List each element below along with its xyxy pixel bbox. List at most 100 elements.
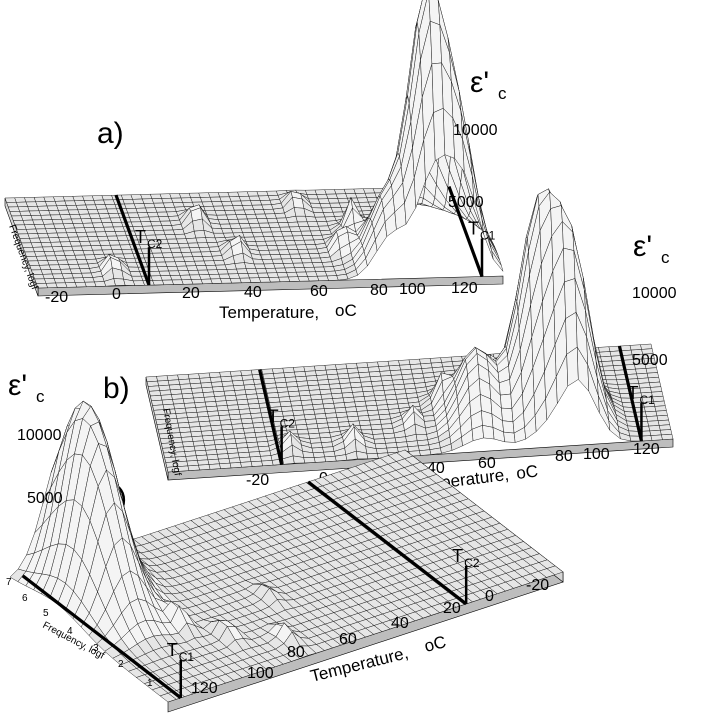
surface-cell [243, 236, 257, 242]
surface-cell [336, 368, 349, 375]
surface-cell [157, 380, 170, 387]
surface-cell [306, 194, 319, 200]
surface-cell [195, 237, 208, 244]
surface-cell [219, 419, 232, 426]
surface-cell [258, 195, 271, 201]
surface-cell [303, 457, 316, 464]
surface-cell [394, 388, 407, 395]
surface-cell [401, 373, 414, 380]
surface-cell [379, 418, 393, 425]
surface-cell [324, 189, 337, 195]
surface-cell [116, 235, 129, 241]
surface-cell [127, 212, 140, 218]
surface-cell [220, 424, 234, 431]
surface-cell [316, 193, 329, 200]
surface-cell [392, 379, 405, 386]
surface-cell [88, 213, 101, 219]
surface-cell [61, 218, 74, 225]
surface-cell [228, 457, 241, 464]
surface-cell [4, 197, 17, 203]
surface-cell [194, 401, 207, 408]
surface-cell [322, 446, 335, 453]
surface-cell [41, 219, 54, 225]
surface-cell [198, 372, 211, 379]
surface-cell [279, 401, 292, 407]
surface-cell [310, 442, 323, 449]
surface-cell [39, 264, 52, 271]
surface-cell [374, 443, 387, 449]
surface-cell [250, 227, 263, 233]
surface-cell [321, 207, 334, 213]
surface-cell [298, 226, 311, 232]
surface-cell [172, 202, 185, 208]
surface-cell [122, 253, 136, 259]
surface-cell [152, 279, 165, 286]
surface-cell [37, 233, 50, 239]
surface-cell [261, 231, 274, 237]
surface-cell [287, 276, 300, 282]
surface-cell [262, 373, 275, 380]
surface-cell [229, 462, 242, 469]
surface-cell [242, 204, 255, 211]
surface-cell [84, 281, 97, 287]
surface-cell [256, 190, 269, 197]
surface-cell [235, 214, 248, 220]
surface-cell [238, 451, 251, 458]
surface-cell [215, 264, 228, 270]
surface-cell [197, 459, 210, 466]
surface-cell [213, 232, 226, 239]
surface-cell [96, 208, 109, 215]
surface-cell [266, 245, 279, 251]
z-tick: 10000 [453, 122, 498, 139]
surface-cell [40, 269, 53, 275]
surface-cell [170, 388, 183, 395]
surface-cell [245, 393, 259, 400]
surface-cell [32, 246, 45, 253]
surface-cell [50, 214, 63, 220]
x-axis-title-unit: oC [335, 301, 357, 320]
tc-line [114, 194, 151, 286]
surface-cell [92, 249, 105, 255]
surface-cell [92, 222, 105, 228]
surface-cell [282, 235, 295, 241]
surface-cell [501, 407, 514, 423]
surface-cell [369, 419, 382, 426]
surface-cell [433, 107, 446, 161]
surface-cell [53, 278, 66, 284]
surface-cell [118, 239, 131, 246]
z-tick: 5000 [448, 194, 484, 211]
surface-cell [35, 228, 48, 234]
surface-cell [58, 236, 71, 243]
surface-cell [226, 214, 239, 220]
surface-cell [319, 388, 332, 395]
surface-cell [299, 394, 312, 401]
surface-cell [145, 376, 158, 383]
surface-cell [646, 372, 659, 379]
surface-cell [274, 240, 287, 246]
surface-cell [373, 390, 386, 397]
surface-cell [409, 363, 422, 370]
surface-cell [151, 399, 164, 406]
surface-cell [179, 274, 192, 281]
surface-cell [227, 404, 240, 411]
surface-cell [66, 205, 79, 211]
surface-cell [54, 200, 67, 207]
surface-cell [295, 375, 308, 382]
surface-cell [207, 410, 220, 417]
surface-cell [322, 211, 335, 218]
surface-cell [318, 384, 331, 390]
surface-cell [74, 254, 87, 260]
surface-cell [71, 272, 84, 279]
surface-cell [300, 230, 313, 236]
surface-cell [159, 193, 172, 199]
surface-cell [72, 223, 85, 229]
x-tick: -20 [246, 472, 269, 489]
y-tick: 1 [147, 678, 153, 689]
surface-cell [255, 213, 268, 219]
surface-cell [261, 204, 274, 210]
surface-cell [188, 421, 201, 428]
surface-cell [7, 206, 20, 212]
